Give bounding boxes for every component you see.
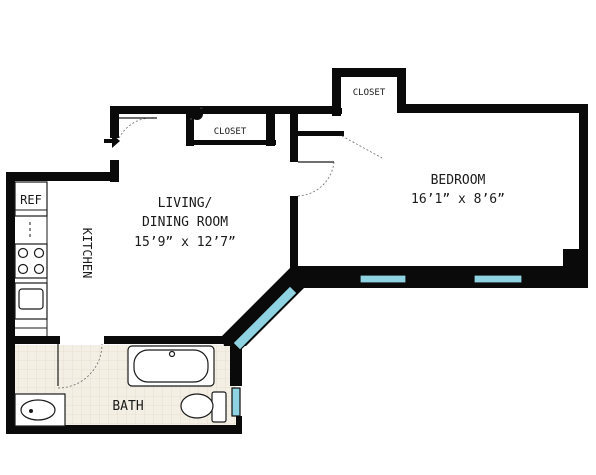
wall-bath-top <box>104 336 224 344</box>
wall-closet-lower-left <box>186 114 194 146</box>
closet-lower-name: CLOSET <box>214 127 247 137</box>
windows <box>231 274 523 417</box>
wall-closet-hall-bottom <box>298 131 344 136</box>
vanity-sink-icon <box>14 393 66 427</box>
wall-bottom <box>6 425 242 434</box>
wall-kitchen-bath <box>6 336 60 344</box>
wall-bath-right-low <box>236 416 242 434</box>
kitchen-counter <box>14 181 48 336</box>
doors <box>57 107 383 389</box>
wall-upper-closet-left <box>332 68 341 116</box>
wall-bedroom-corner <box>563 249 588 288</box>
wall-upper-living <box>110 106 334 114</box>
living-dims: 15’9” x 12’7” <box>134 235 236 250</box>
kitchen-name: KITCHEN <box>80 228 94 279</box>
wall-closet-hall-top <box>298 108 342 114</box>
wall-bedroom-top <box>397 104 587 113</box>
wall-bedroom-bottom <box>290 266 588 288</box>
bathtub-icon <box>127 345 215 387</box>
wall-upper-closet-right <box>397 68 406 112</box>
bedroom-window-left <box>359 274 407 284</box>
wall-entry-upper <box>110 106 119 138</box>
wall-entry-lower <box>110 160 119 182</box>
wall-closet-lower-bottom <box>186 140 276 145</box>
bath-name: BATH <box>112 399 143 414</box>
diagonal-window <box>232 285 298 351</box>
living-name-line1: LIVING/ <box>158 196 213 211</box>
wall-diagonal <box>222 268 306 346</box>
bedroom-name: BEDROOM <box>431 173 486 188</box>
wall-bedroom-right <box>579 104 588 288</box>
toilet-icon <box>180 391 227 423</box>
wall-bedroom-left <box>290 196 298 286</box>
sink-icon <box>18 288 44 310</box>
wall-kitchen-top <box>6 172 118 181</box>
wall-closet-divider <box>290 114 298 162</box>
bedroom-window-right <box>473 274 523 284</box>
bedroom-dims: 16’1” x 8’6” <box>411 192 505 207</box>
ref-label: REF <box>20 193 42 207</box>
closet-upper-name: CLOSET <box>353 88 386 98</box>
stove-burner-icon <box>17 247 45 275</box>
living-name-line2: DINING ROOM <box>142 215 228 230</box>
wall-left <box>6 172 15 434</box>
wall-closet-lower-right <box>266 114 275 146</box>
entry-arrow-icon <box>104 134 120 148</box>
bath-window <box>231 387 241 417</box>
wall-upper-closet-top <box>332 68 406 77</box>
